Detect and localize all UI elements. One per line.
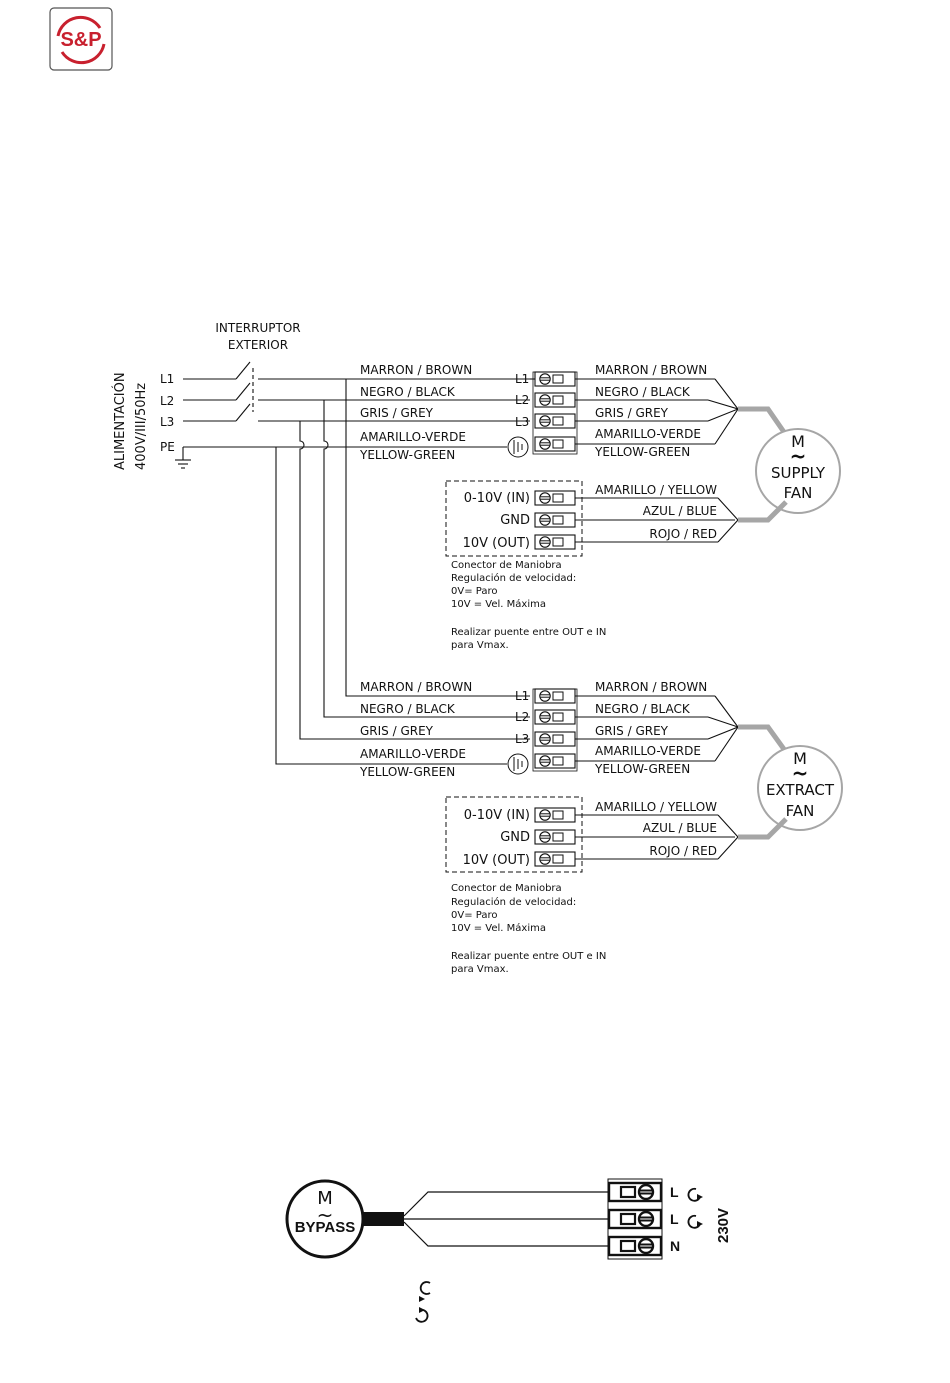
b2-wire-brown: MARRON / BROWN <box>360 680 472 694</box>
switch-title-2: EXTERIOR <box>228 338 288 352</box>
bypass-motor-tilde: ~ <box>317 1203 334 1227</box>
b1-ctrl-in: 0-10V (IN) <box>464 491 530 506</box>
b1-note-4: Realizar puente entre OUT e IN <box>451 627 606 638</box>
extract-fan-block: MARRON / BROWN NEGRO / BLACK GRIS / GREY… <box>359 680 843 975</box>
b1-ctrl-out: 10V (OUT) <box>463 536 530 551</box>
b1-motor-tilde: ~ <box>790 444 807 468</box>
b2-mwire-yg2: YELLOW-GREEN <box>594 762 690 776</box>
bypass-motor-m: M <box>317 1188 333 1209</box>
mains-supply: ALIMENTACIÓN 400V/III/50Hz INTERRUPTOR E… <box>112 321 537 765</box>
phase-pe: PE <box>160 440 175 454</box>
b2-note-5: para Vmax. <box>451 964 509 975</box>
b2-term-l3: L3 <box>515 732 529 746</box>
b1-mwire-black: NEGRO / BLACK <box>595 385 691 399</box>
b2-ctrl-out: 10V (OUT) <box>463 853 530 868</box>
b2-wire-black: NEGRO / BLACK <box>360 702 456 716</box>
b2-motor-tilde: ~ <box>792 761 809 785</box>
b2-term-l2: L2 <box>515 710 529 724</box>
b2-note-2: 0V= Paro <box>451 910 497 921</box>
b2-note-3: 10V = Vel. Máxima <box>451 922 546 934</box>
b2-note-0: Conector de Maniobra <box>451 883 562 894</box>
phase-l2: L2 <box>160 394 174 408</box>
b1-note-0: Conector de Maniobra <box>451 560 562 571</box>
b2-cwire-blue: AZUL / BLUE <box>643 821 717 835</box>
b2-mwire-grey: GRIS / GREY <box>595 724 669 738</box>
b1-note-3: 10V = Vel. Máxima <box>451 598 546 610</box>
bypass-term-l2: L <box>670 1211 679 1227</box>
b2-note-1: Regulación de velocidad: <box>451 896 576 908</box>
b2-motor-line1: EXTRACT <box>766 781 835 799</box>
b1-motor-line1: SUPPLY <box>771 464 826 482</box>
supply-vertical-label-2: 400V/III/50Hz <box>134 383 149 470</box>
b1-wire-brown: MARRON / BROWN <box>360 363 472 377</box>
b1-wire-grey: GRIS / GREY <box>360 406 434 420</box>
rotation-legend-icon <box>415 1281 431 1323</box>
switch-title-1: INTERRUPTOR <box>215 321 300 335</box>
b2-wire-grey: GRIS / GREY <box>360 724 434 738</box>
b2-term-l1: L1 <box>515 689 529 703</box>
b1-wire-yg1: AMARILLO-VERDE <box>360 430 466 444</box>
supply-vertical-label-1: ALIMENTACIÓN <box>112 372 128 470</box>
b1-earth-icon <box>507 436 529 458</box>
b2-mwire-black: NEGRO / BLACK <box>595 702 691 716</box>
rotation-arrows-icon <box>687 1187 701 1229</box>
b2-note-4: Realizar puente entre OUT e IN <box>451 951 606 962</box>
phase-l3: L3 <box>160 415 174 429</box>
b1-term-l1: L1 <box>515 372 529 386</box>
b2-mwire-yg1: AMARILLO-VERDE <box>595 744 701 758</box>
supply-fan-block: MARRON / BROWN NEGRO / BLACK GRIS / GREY… <box>359 363 841 651</box>
b1-note-5: para Vmax. <box>451 640 509 651</box>
b1-note-1: Regulación de velocidad: <box>451 572 576 584</box>
b1-mwire-grey: GRIS / GREY <box>595 406 669 420</box>
b2-motor-m: M <box>793 749 807 768</box>
b2-earth-icon <box>507 753 529 775</box>
b2-mwire-brown: MARRON / BROWN <box>595 680 707 694</box>
b1-ctrl-gnd: GND <box>500 513 530 528</box>
b2-wire-yg1: AMARILLO-VERDE <box>360 747 466 761</box>
bypass-motor-label: BYPASS <box>295 1219 356 1236</box>
b1-mwire-brown: MARRON / BROWN <box>595 363 707 377</box>
b1-wire-yg2: YELLOW-GREEN <box>359 448 455 462</box>
bypass-term-n: N <box>670 1238 680 1254</box>
b1-wire-black: NEGRO / BLACK <box>360 385 456 399</box>
bypass-diagram: M ~ BYPASS L L N 230V <box>285 1178 732 1323</box>
phase-l1: L1 <box>160 372 174 386</box>
b1-cwire-yellow: AMARILLO / YELLOW <box>595 483 717 497</box>
b2-wire-yg2: YELLOW-GREEN <box>359 765 455 779</box>
b1-term-l2: L2 <box>515 393 529 407</box>
b2-cwire-red: ROJO / RED <box>649 844 717 858</box>
b2-ctrl-gnd: GND <box>500 830 530 845</box>
b1-cwire-blue: AZUL / BLUE <box>643 504 717 518</box>
bypass-term-l1: L <box>670 1184 679 1200</box>
b1-note-2: 0V= Paro <box>451 586 497 597</box>
b2-ctrl-in: 0-10V (IN) <box>464 808 530 823</box>
b1-cwire-red: ROJO / RED <box>649 527 717 541</box>
b1-mwire-yg1: AMARILLO-VERDE <box>595 427 701 441</box>
sp-logo: S&P <box>49 7 113 71</box>
b1-mwire-yg2: YELLOW-GREEN <box>594 445 690 459</box>
logo-text: S&P <box>60 29 101 51</box>
b1-term-l3: L3 <box>515 415 529 429</box>
b2-motor-line2: FAN <box>786 802 815 820</box>
bypass-voltage: 230V <box>715 1208 732 1243</box>
b1-motor-m: M <box>791 432 805 451</box>
b1-motor-line2: FAN <box>784 484 813 502</box>
b2-cwire-yellow: AMARILLO / YELLOW <box>595 800 717 814</box>
